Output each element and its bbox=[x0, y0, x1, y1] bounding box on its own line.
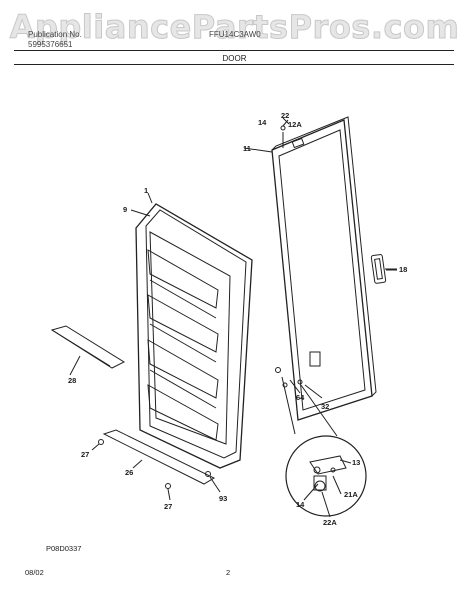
page-number: 2 bbox=[226, 568, 231, 577]
callout-27-lower: 27 bbox=[164, 502, 173, 511]
callout-21A: 21A bbox=[344, 490, 358, 499]
model-number: FFU14C3AW0 bbox=[209, 30, 261, 39]
outer-door-panel bbox=[271, 116, 377, 421]
shelf-rail-26 bbox=[102, 429, 216, 485]
callout-93: 93 bbox=[219, 494, 228, 503]
callout-14-top: 14 bbox=[258, 118, 267, 127]
shelf-rail-28 bbox=[50, 325, 126, 369]
watermark-logo: AppliancePartsPros.com bbox=[9, 8, 460, 47]
hinge-detail-circle bbox=[281, 376, 367, 517]
callout-11: 11 bbox=[243, 144, 251, 153]
callout-1: 1 bbox=[144, 186, 149, 195]
header-divider bbox=[14, 50, 454, 51]
callout-22-top: 22 bbox=[281, 111, 290, 120]
callout-14-detail: 14 bbox=[296, 500, 305, 509]
title-divider bbox=[14, 64, 454, 65]
callout-26: 26 bbox=[125, 468, 134, 477]
callout-32: 32 bbox=[321, 402, 330, 411]
door-handle bbox=[370, 254, 397, 284]
callout-64: 64 bbox=[296, 393, 305, 402]
footer-date: 08/02 bbox=[25, 568, 44, 577]
callout-13: 13 bbox=[352, 458, 361, 467]
publication-number: 5995376651 bbox=[28, 40, 73, 49]
drawing-id: P08D0337 bbox=[46, 544, 82, 553]
publication-label: Publication No. bbox=[28, 30, 82, 39]
callout-18: 18 bbox=[399, 265, 408, 274]
section-title: DOOR bbox=[222, 54, 247, 63]
callout-12A: 12A bbox=[288, 120, 302, 129]
callout-27-upper: 27 bbox=[81, 450, 90, 459]
callout-28: 28 bbox=[68, 376, 77, 385]
inner-door-liner bbox=[135, 203, 253, 469]
callout-9: 9 bbox=[123, 205, 128, 214]
callout-22A: 22A bbox=[323, 518, 337, 527]
